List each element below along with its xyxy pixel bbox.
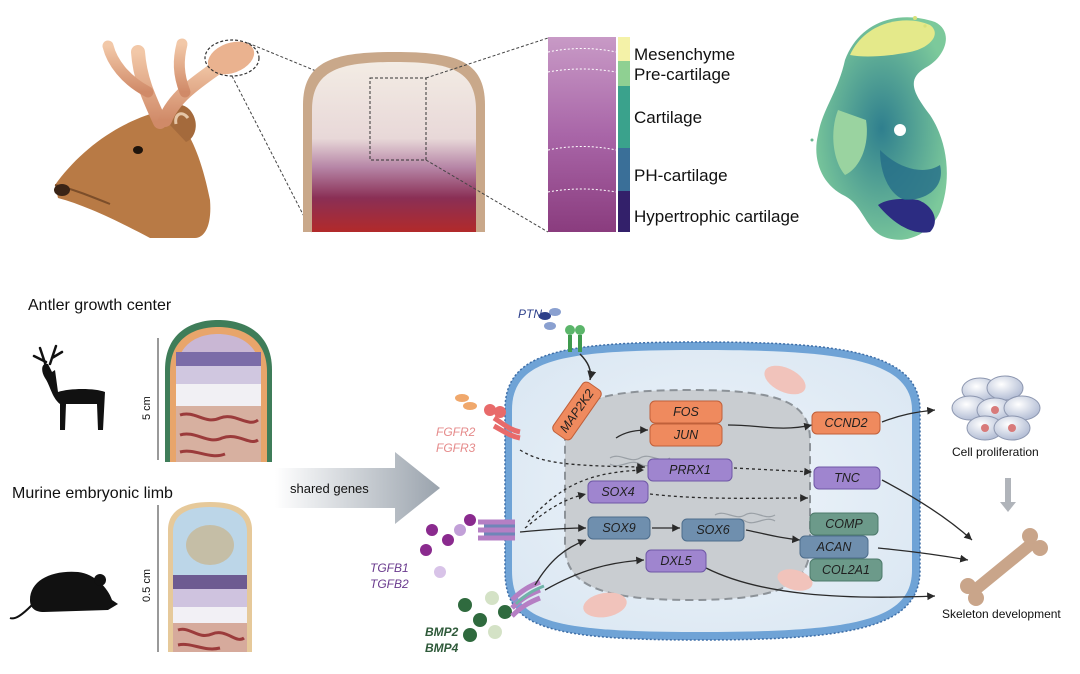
gene-sox6: SOX6 [681,518,745,542]
svg-text:COL2A1: COL2A1 [822,563,870,577]
zone-label-ph-cartilage: PH-cartilage [634,166,728,185]
zone-swatch-cartilage [618,86,630,148]
ptn-ligand-receptor [539,308,597,381]
deer-silhouette-icon [32,344,105,430]
gene-col2a1: COL2A1 [809,558,883,582]
zone-swatch-pre-cartilage [618,61,630,86]
svg-text:PRRX1: PRRX1 [669,463,711,477]
svg-text:ACAN: ACAN [816,540,853,554]
proliferation-to-skeleton-arrowhead [1000,502,1016,512]
murine-scale-label: 0.5 cm [141,569,153,602]
skeleton-development-label: Skeleton development [942,607,1061,621]
zone-color-bar [618,37,630,232]
svg-text:SOX9: SOX9 [602,521,635,535]
ptn-label: PTN [518,307,542,321]
gene-jun: JUN [649,423,723,447]
gene-fos: FOS [649,400,723,424]
pathway-arrows [519,406,973,601]
tgfb-ligands-receptor [420,514,515,578]
umap-plot [810,16,947,240]
histology-strip [547,37,617,232]
gene-sox9: SOX9 [587,516,651,540]
mitochondria [583,365,813,618]
gene-ccnd2: CCND2 [811,411,881,435]
gene-sox4: SOX4 [587,480,649,504]
gene-acan: ACAN [799,535,869,559]
svg-text:DXL5: DXL5 [660,554,691,568]
antler-tip-section [303,52,485,232]
gene-tnc: TNC [813,466,881,490]
deer-head-illustration [54,104,211,238]
shared-genes-arrow [275,452,440,524]
zone-swatch-hypertrophic [618,191,630,232]
antler-growth-center-illustration [165,320,272,462]
murine-model-title: Murine embryonic limb [12,485,173,502]
bone-icon [960,528,1048,606]
zone-label-pre-cartilage: Pre-cartilage [634,65,730,84]
tgfb2-label: TGFB2 [370,577,409,591]
bmp2-label: BMP2 [425,625,459,639]
murine-limb-illustration [168,502,252,652]
antler-model-title: Antler growth center [28,297,172,314]
zone-swatch-mesenchyme [618,37,630,61]
cell-proliferation-label: Cell proliferation [952,445,1039,459]
gene-dxl5: DXL5 [645,549,707,573]
fgfr-receptor [455,394,521,441]
section-zoom-box [369,77,427,161]
gene-prrx1: PRRX1 [647,458,733,482]
zoom-line-histology-bottom [425,159,549,233]
fgfr2-label: FGFR2 [436,425,476,439]
antler-scale-label: 5 cm [141,396,153,420]
zone-swatch-ph-cartilage [618,148,630,191]
zone-label-hypertrophic: Hypertrophic cartilage [634,207,799,226]
zoom-line-histology-top [425,37,549,79]
svg-text:TNC: TNC [834,471,861,485]
svg-text:COMP: COMP [825,517,863,531]
mouse-silhouette-icon [9,571,118,620]
svg-text:SOX6: SOX6 [696,523,729,537]
proliferating-cells-icon [951,375,1041,441]
fgfr3-label: FGFR3 [436,441,476,455]
shared-genes-label: shared genes [290,481,369,496]
zoom-line-bottom [231,75,313,233]
svg-text:FOS: FOS [673,405,699,419]
svg-text:CCND2: CCND2 [824,416,867,430]
zone-label-mesenchyme: Mesenchyme [634,45,735,64]
bmp-ligands-receptor [458,579,545,642]
svg-text:JUN: JUN [673,428,699,442]
svg-text:SOX4: SOX4 [601,485,634,499]
zone-label-cartilage: Cartilage [634,108,702,127]
gene-comp: COMP [809,512,879,536]
tgfb1-label: TGFB1 [370,561,409,575]
bmp4-label: BMP4 [425,641,459,655]
velvet-antler [102,38,255,129]
